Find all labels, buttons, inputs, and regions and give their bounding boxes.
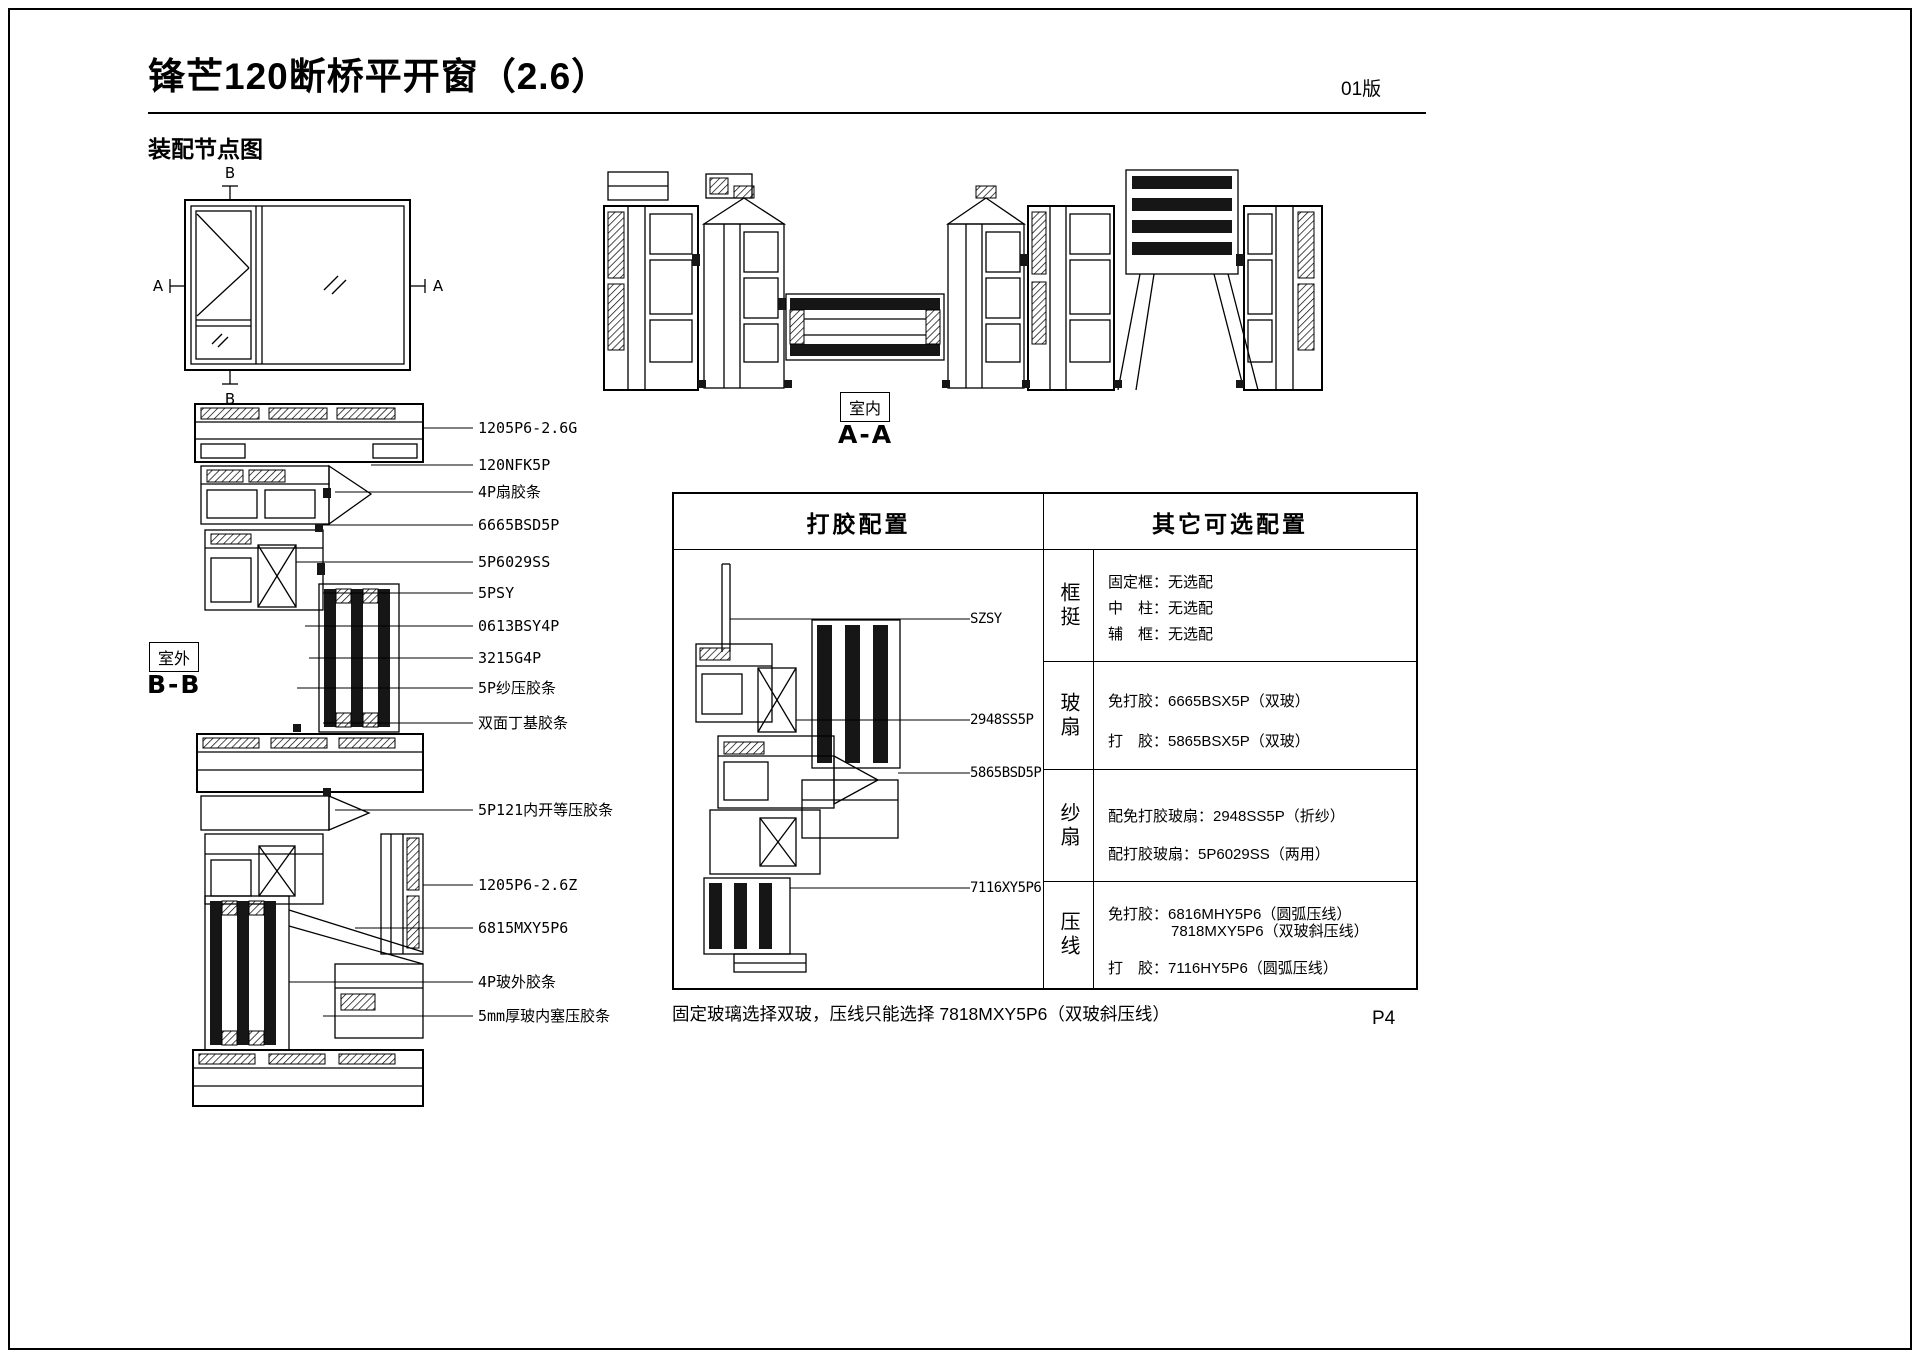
config-line: 配打胶玻扇：5P6029SS（两用）: [1108, 846, 1330, 863]
lower-glass-unit: [703, 877, 791, 955]
page-number: P4: [1372, 1008, 1396, 1029]
center-mullion-profile: [1020, 205, 1115, 391]
lower-sash-profile: [204, 833, 324, 905]
marker-a-right: A: [433, 277, 444, 295]
part-label-5p121-gasket: 5P121内开等压胶条: [478, 801, 614, 819]
room-label-indoor: 室内: [840, 392, 891, 422]
row-content-glazing-bead: 免打胶：6816MHY5P6（圆弧压线） 7818MXY5P6（双玻斜压线） 打…: [1094, 882, 1416, 988]
fixed-glass-unit: [1117, 169, 1259, 391]
screen-sash-profile: [204, 529, 325, 611]
part-label-5mm-wedge-gasket: 5mm厚玻内塞压胶条: [478, 1007, 611, 1025]
lower-glass-unit: [204, 895, 290, 1051]
row-category-glazing-bead: 压线: [1044, 882, 1094, 988]
glue-config-drawing: [695, 563, 970, 973]
section-aa-label: A-A: [838, 420, 894, 449]
meeting-stile-profile: [945, 185, 1027, 389]
config-line: 固定框：无选配: [1108, 574, 1214, 591]
top-frame-profile: [194, 403, 424, 463]
section-markers: B B A A: [153, 164, 444, 408]
part-label-7116xy5p6: 7116XY5P6: [970, 880, 1042, 896]
sheet-border: [8, 8, 1912, 1350]
casement-glass-unit: [785, 293, 945, 361]
config-line: 打 胶：7116HY5P6（圆弧压线）: [1108, 960, 1338, 977]
config-line: 辅 框：无选配: [1108, 626, 1214, 643]
row-content-frame: 固定框：无选配 中 柱：无选配 辅 框：无选配: [1094, 550, 1416, 662]
config-line: 配免打胶玻扇：2948SS5P（折纱）: [1108, 808, 1345, 825]
part-label-6815mxy5p6: 6815MXY5P6: [478, 919, 569, 937]
part-label-1205p6-26z: 1205P6-2.6Z: [478, 876, 578, 894]
left-jamb-profile: [603, 205, 700, 391]
marker-b-top: B: [225, 164, 235, 182]
part-label-5psy: 5PSY: [478, 584, 515, 602]
marker-b-bottom: B: [225, 390, 235, 408]
config-line: 7818MXY5P6（双玻斜压线）: [1171, 923, 1369, 940]
title-rule: [148, 112, 1426, 114]
row-category-frame: 框挺: [1044, 550, 1094, 662]
row-content-glass-sash: 免打胶：6665BSX5P（双玻） 打 胶：5865BSX5P（双玻）: [1094, 662, 1416, 770]
part-label-120nfk5p: 120NFK5P: [478, 456, 551, 474]
config-line: 打 胶：5865BSX5P（双玻）: [1108, 733, 1310, 750]
part-label-5p-screen-gasket: 5P纱压胶条: [478, 679, 557, 697]
glass-unit: [811, 619, 901, 769]
leader-lines: [730, 618, 970, 889]
gasket-dots: [293, 524, 331, 796]
row-category-glass-sash: 玻扇: [1044, 662, 1094, 770]
fixed-glass-mark: [323, 275, 347, 295]
row-category-screen-sash-label: 纱扇: [1057, 801, 1079, 850]
screen-rail-profile: [721, 563, 731, 652]
top-rail-profiles: [607, 171, 753, 201]
page-title: 锋芒120断桥平开窗（2.6）: [148, 56, 610, 97]
config-line: 免打胶：6665BSX5P（双玻）: [1108, 693, 1310, 710]
elevation-diagram: B B A A: [153, 164, 444, 408]
part-label-1205p6-26g: 1205P6-2.6G: [478, 419, 578, 437]
part-label-5p6029ss: 5P6029SS: [478, 553, 551, 571]
leader-lines: [289, 427, 473, 1017]
row-category-glazing-bead-label: 压线: [1057, 911, 1079, 959]
row-category-screen-sash: 纱扇: [1044, 770, 1094, 882]
row-content-screen-sash: 配免打胶玻扇：2948SS5P（折纱） 配打胶玻扇：5P6029SS（两用）: [1094, 770, 1416, 882]
marker-a-left: A: [153, 277, 164, 295]
part-label-2948ss5p: 2948SS5P: [970, 712, 1034, 728]
gasket-dots: [698, 380, 1244, 388]
part-label-3215g4p: 3215G4P: [478, 649, 542, 667]
right-jamb-profile: [1236, 205, 1323, 391]
row-category-frame-label: 框挺: [1057, 581, 1079, 630]
section-bb-drawing: [192, 403, 473, 1107]
row-category-glass-sash-label: 玻扇: [1057, 691, 1079, 740]
right-frame-member: [380, 833, 424, 955]
config-table: 打胶配置 其它可选配置: [672, 492, 1418, 990]
frame-corner-profile: [695, 643, 797, 733]
assembly-node-subtitle: 装配节点图: [148, 136, 263, 162]
part-label-butyl-gasket: 双面丁基胶条: [478, 714, 569, 732]
transom-profile: [196, 733, 424, 831]
casement-sash: [195, 210, 252, 360]
sill-slope-profile: [288, 909, 424, 1039]
bottom-frame-profile: [192, 1049, 424, 1107]
table-header-glue-config: 打胶配置: [674, 494, 1044, 550]
section-aa-drawing: [603, 169, 1323, 391]
sash-head-profile: [200, 464, 373, 526]
config-line: 免打胶：6816MHY5P6（圆弧压线）: [1108, 906, 1352, 923]
part-label-0613bsy4p: 0613BSY4P: [478, 617, 560, 635]
window-frame: [184, 199, 411, 371]
section-bb-label: B-B: [147, 670, 202, 699]
left-sash-profile: [701, 185, 787, 389]
part-label-szsy: SZSY: [970, 611, 1002, 627]
config-line: 中 柱：无选配: [1108, 600, 1214, 617]
version-label: 01版: [1341, 79, 1382, 100]
footer-note: 固定玻璃选择双玻，压线只能选择 7818MXY5P6（双玻斜压线）: [672, 1004, 1170, 1024]
part-label-4p-gasket: 4P扇胶条: [478, 483, 542, 501]
lower-sash-profile: [709, 809, 821, 875]
sash-profile: [717, 735, 899, 839]
table-header-other-options: 其它可选配置: [1044, 494, 1416, 550]
room-label-outdoor: 室外: [149, 642, 200, 672]
glue-config-diagram: SZSY 2948SS5P 5865BSD5P 7116XY5P6: [674, 550, 1044, 988]
part-label-5865bsd5p: 5865BSD5P: [970, 765, 1042, 781]
bead-profile: [733, 953, 807, 973]
part-label-4p-outer-gasket: 4P玻外胶条: [478, 973, 557, 991]
part-label-6665bsd5p: 6665BSD5P: [478, 516, 560, 534]
